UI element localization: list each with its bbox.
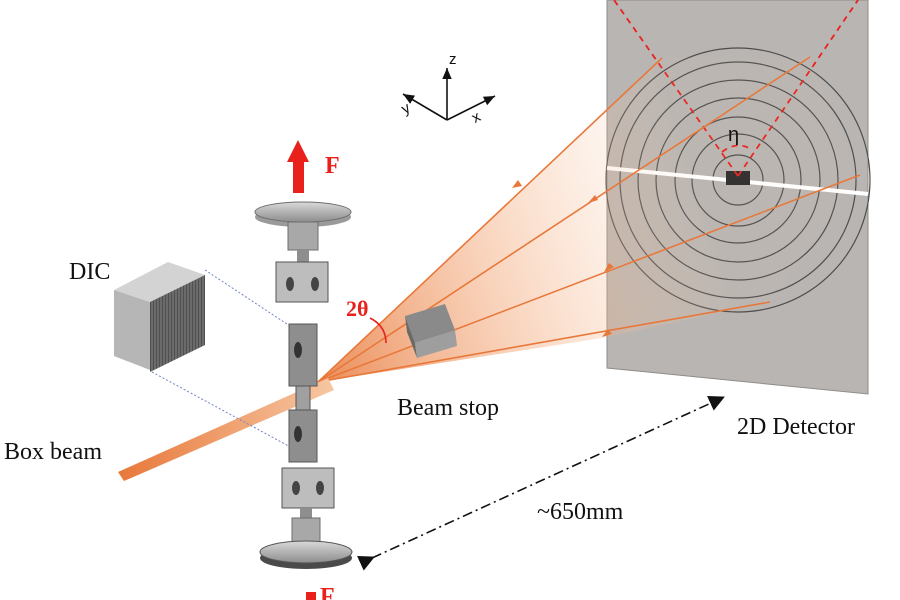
eta-label: η	[728, 124, 739, 146]
detector-label: 2D Detector	[737, 414, 855, 440]
dic-label: DIC	[69, 259, 110, 285]
force-bottom-label: F	[320, 584, 335, 600]
incoming-beam	[118, 378, 334, 481]
beam-stop-label: Beam stop	[397, 395, 499, 421]
box-beam-label: Box beam	[4, 439, 102, 465]
two-theta-label: 2θ	[346, 296, 368, 321]
dic-camera	[114, 262, 297, 451]
force-arrow-top	[287, 140, 309, 193]
distance-arrow	[357, 396, 725, 571]
force-top-label: F	[325, 153, 340, 179]
tensile-specimen-assembly	[254, 201, 353, 569]
axis-z-label: z	[449, 51, 457, 68]
two-theta-arc	[369, 317, 387, 344]
distance-label: ~650mm	[537, 499, 624, 525]
axis-x-label: x	[469, 108, 484, 127]
coordinate-axes	[402, 68, 496, 121]
diffraction-cone	[317, 56, 861, 383]
beam-stop	[405, 304, 457, 358]
force-arrow-bottom	[306, 592, 316, 600]
axis-y-label: y	[398, 99, 413, 118]
